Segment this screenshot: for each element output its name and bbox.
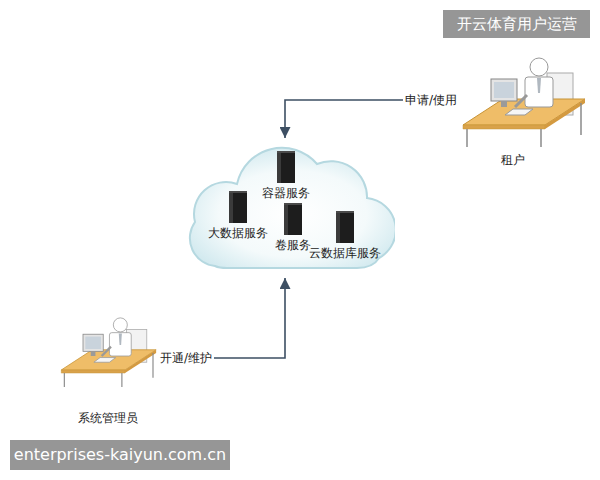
node-label: 大数据服务 bbox=[203, 226, 273, 240]
watermark: 开云体育用户运营 bbox=[443, 10, 590, 38]
edge-label: 申请/使用 bbox=[403, 92, 459, 108]
server-icon bbox=[275, 150, 297, 184]
node-label: 容器服务 bbox=[251, 186, 321, 200]
person-node: 系统管理员 bbox=[55, 305, 160, 430]
watermark: enterprises-kaiyun.com.cn bbox=[10, 440, 230, 470]
server-icon bbox=[334, 210, 356, 244]
server-node: 卷服务 bbox=[268, 202, 318, 252]
edge-label: 开通/维护 bbox=[158, 350, 214, 366]
cloud-node: 容器服务大数据服务卷服务云数据库服务 bbox=[175, 138, 395, 278]
arrow-connector bbox=[160, 278, 285, 358]
node-label: 租户 bbox=[493, 153, 533, 167]
server-icon bbox=[282, 202, 304, 236]
node-label: 云数据库服务 bbox=[303, 246, 387, 260]
person-at-desk bbox=[55, 305, 160, 400]
server-node: 云数据库服务 bbox=[303, 210, 387, 260]
person-at-desk bbox=[455, 55, 590, 150]
node-label: 系统管理员 bbox=[73, 411, 143, 425]
server-node: 容器服务 bbox=[251, 150, 321, 200]
server-node: 大数据服务 bbox=[203, 190, 273, 240]
person-node: 租户 bbox=[455, 55, 590, 175]
server-icon bbox=[227, 190, 249, 224]
